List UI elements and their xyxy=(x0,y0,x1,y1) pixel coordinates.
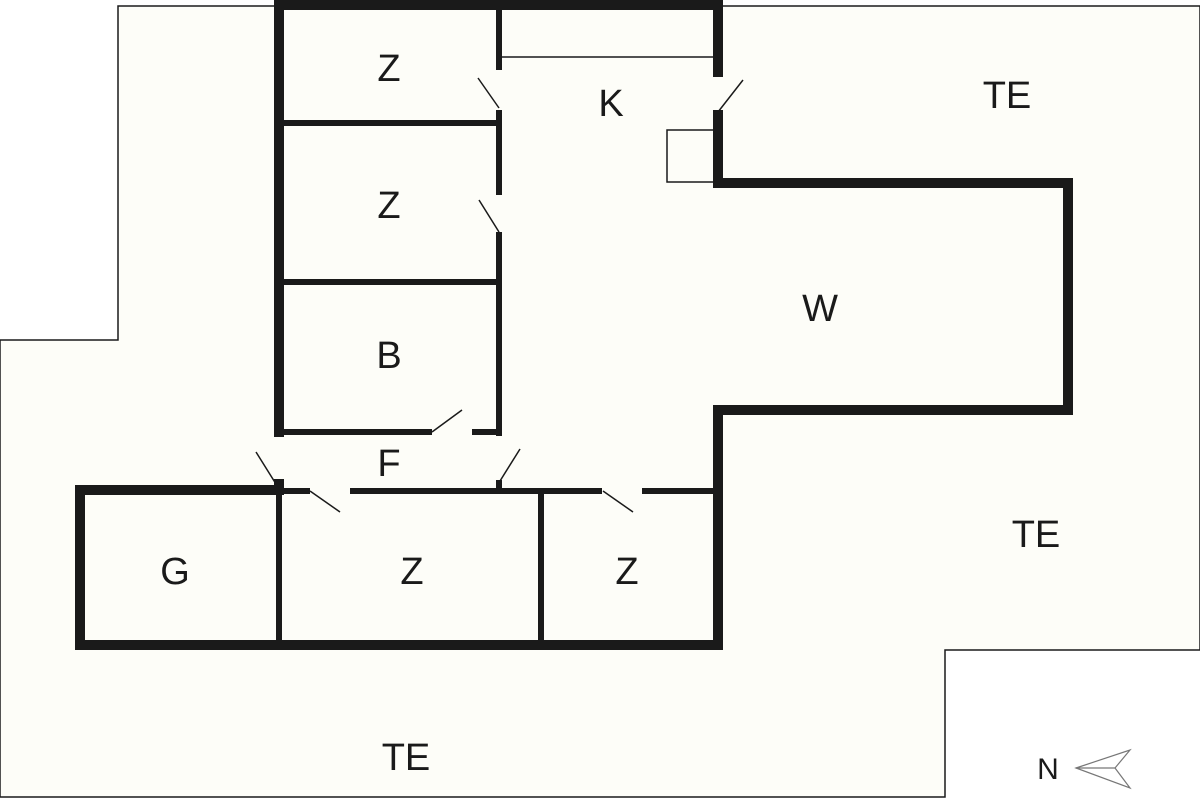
kitchen-appliance xyxy=(666,129,715,183)
door-swing xyxy=(255,451,277,485)
door-swing xyxy=(499,448,521,482)
room-label-z1: Z xyxy=(377,48,400,90)
door-swing xyxy=(309,490,341,513)
door-swing xyxy=(717,79,744,113)
door-swing xyxy=(602,490,634,513)
terrace-label-1: TE xyxy=(983,75,1032,117)
north-label: N xyxy=(1037,753,1059,786)
door-swing xyxy=(478,199,500,233)
room-label-k: K xyxy=(598,83,623,125)
door-swing xyxy=(431,409,463,433)
house-floor xyxy=(80,5,1068,645)
room-label-w: W xyxy=(802,288,838,330)
terrace-label-2: TE xyxy=(1012,514,1061,556)
room-label-b: B xyxy=(376,335,401,377)
room-label-z3: Z xyxy=(400,551,423,593)
north-arrow-icon xyxy=(1074,748,1132,790)
door-swing xyxy=(477,77,500,109)
room-label-z4: Z xyxy=(615,551,638,593)
interior-walls xyxy=(276,10,718,645)
terrace-label-3: TE xyxy=(382,737,431,779)
north-compass: N xyxy=(1037,748,1132,790)
exterior-walls xyxy=(75,0,1073,650)
room-label-g: G xyxy=(160,551,190,593)
doors xyxy=(255,77,744,513)
room-label-z2: Z xyxy=(377,185,400,227)
room-label-f: F xyxy=(377,443,400,485)
